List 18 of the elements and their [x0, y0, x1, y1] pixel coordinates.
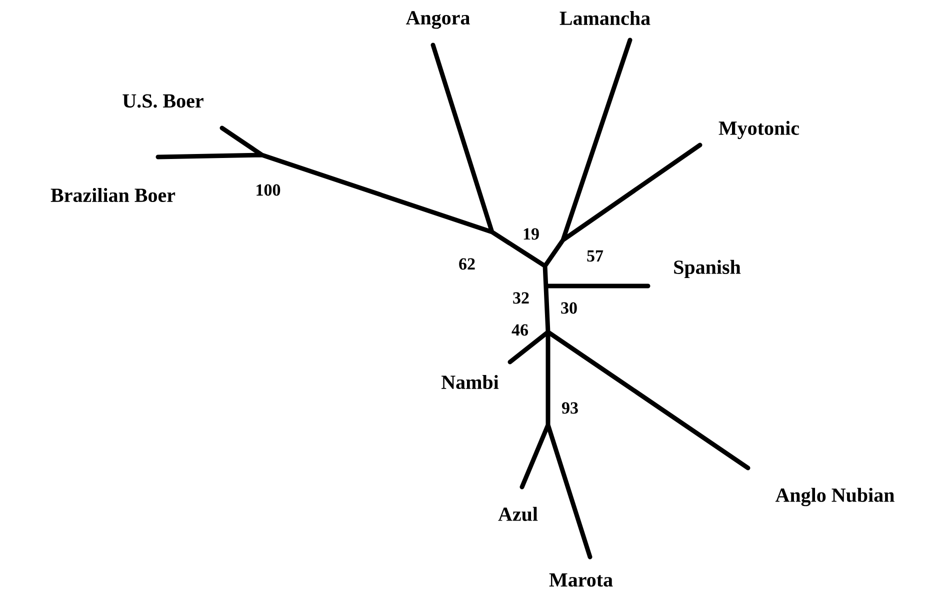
- taxon-label: Azul: [498, 506, 538, 522]
- taxon-label: Nambi: [442, 374, 499, 390]
- taxon-label: Brazilian Boer: [50, 188, 176, 202]
- bootstrap-value: 32: [513, 292, 529, 304]
- bootstrap-value: 93: [562, 402, 578, 414]
- taxon-label: Myotonic: [718, 120, 800, 140]
- taxon-label: Angora: [406, 11, 470, 29]
- bootstrap-value: 100: [256, 184, 280, 196]
- bootstrap-value: 57: [587, 250, 604, 262]
- taxon-label: Anglo Nubian: [775, 488, 894, 506]
- bootstrap-value: 30: [561, 302, 577, 314]
- bootstrap-value: 46: [512, 324, 528, 336]
- taxon-label: Marota: [549, 573, 613, 587]
- taxon-label: U.S. Boer: [122, 94, 204, 108]
- taxon-label: Spanish: [674, 260, 741, 278]
- bootstrap-value: 62: [459, 258, 475, 270]
- bootstrap-value: 19: [524, 228, 539, 240]
- taxon-label: Lamancha: [560, 10, 650, 26]
